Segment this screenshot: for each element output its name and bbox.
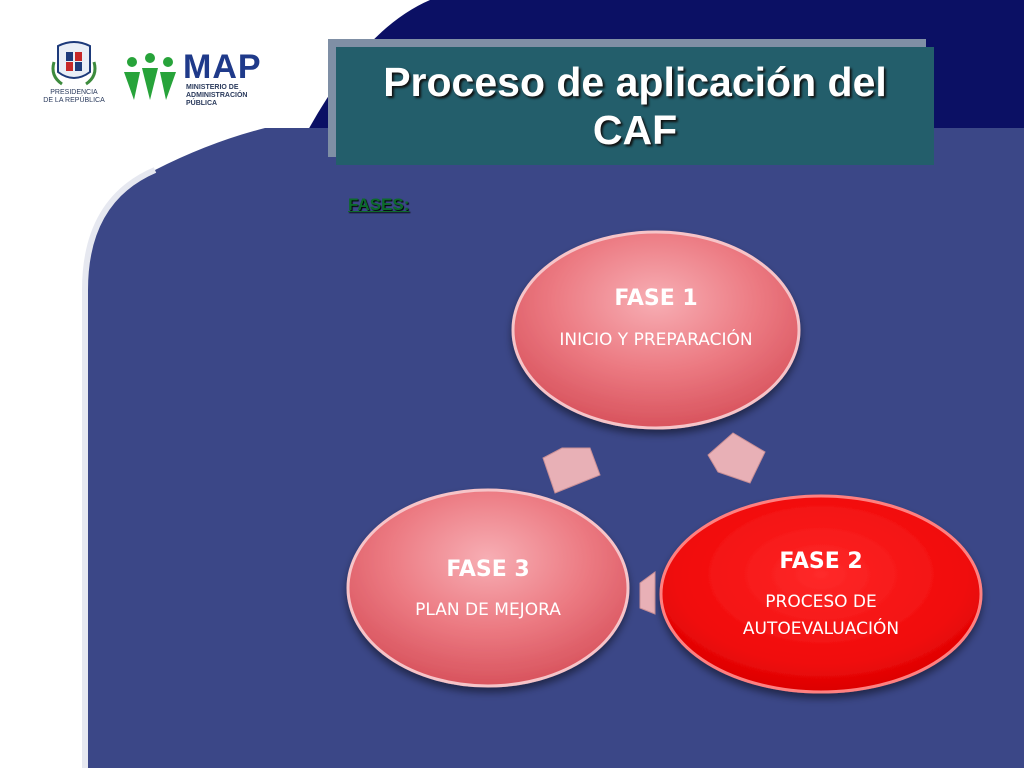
phase-title-fase3: FASE 3 bbox=[446, 557, 530, 582]
phase-circle-fase2 bbox=[659, 494, 983, 694]
arrow-fase3-to-fase1 bbox=[542, 447, 601, 494]
presidencia-label: PRESIDENCIA DE LA REPÚBLICA bbox=[43, 89, 105, 104]
arrow-fase2-to-fase3 bbox=[639, 571, 656, 615]
map-name: MAP bbox=[183, 48, 262, 86]
section-label: FASES: bbox=[348, 195, 410, 214]
presidencia-logo bbox=[51, 41, 97, 86]
phase-title-fase1: FASE 1 bbox=[614, 286, 698, 311]
phase-circle-fase3 bbox=[346, 488, 630, 688]
phase-desc-fase2: PROCESO DE AUTOEVALUACIÓN bbox=[742, 592, 900, 639]
slide-title: Proceso de aplicación del CAF bbox=[383, 59, 887, 153]
phase-title-fase2: FASE 2 bbox=[779, 549, 863, 574]
phase-desc-fase3: PLAN DE MEJORA bbox=[415, 600, 561, 620]
phase-desc-fase1: INICIO Y PREPARACIÓN bbox=[559, 330, 753, 350]
arrow-fase1-to-fase2 bbox=[707, 432, 766, 484]
phase-circle-fase1 bbox=[511, 230, 801, 430]
map-logo-icon bbox=[124, 53, 176, 100]
map-subtitle: MINISTERIO DE ADMINISTRACIÓN PÚBLICA bbox=[186, 84, 248, 107]
title-box: Proceso de aplicación del CAF bbox=[336, 47, 934, 165]
slide-edge bbox=[82, 167, 157, 768]
